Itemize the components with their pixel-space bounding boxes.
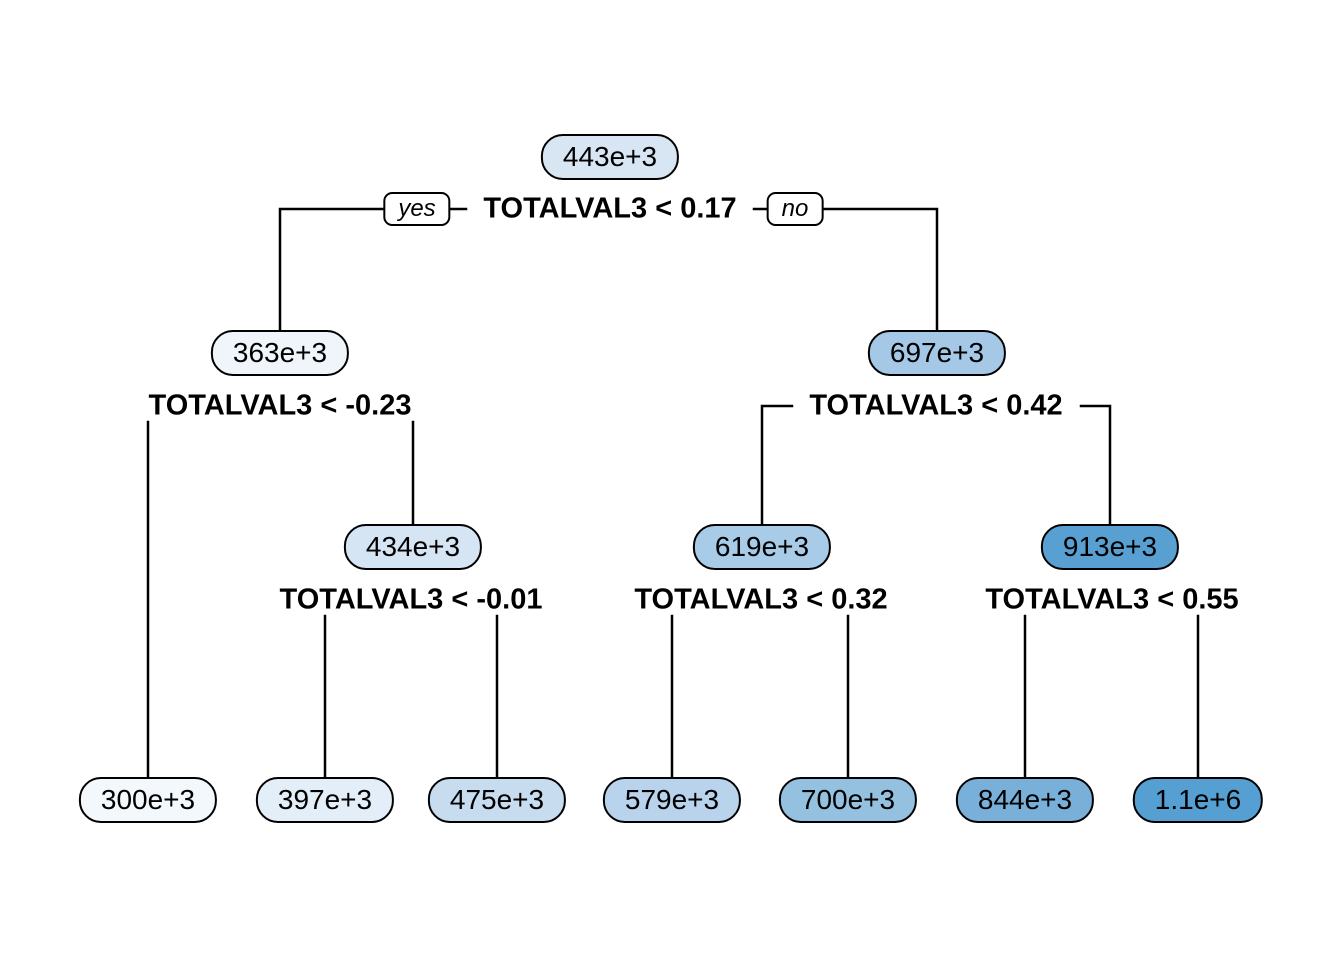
- leaf-rrr: 1.1e+6: [1132, 777, 1264, 823]
- node-rl: 619e+3: [692, 524, 832, 570]
- node-rr: 913e+3: [1040, 524, 1180, 570]
- split-label-r: TOTALVAL3 < 0.42: [809, 389, 1063, 422]
- leaf-lrl: 397e+3: [255, 777, 395, 823]
- split-label-lr: TOTALVAL3 < -0.01: [279, 583, 543, 616]
- node-r: 697e+3: [867, 330, 1007, 376]
- leaf-rlr: 700e+3: [778, 777, 918, 823]
- split-label-l: TOTALVAL3 < -0.23: [148, 389, 412, 422]
- leaf-lrr: 475e+3: [427, 777, 567, 823]
- leaf-ll: 300e+3: [78, 777, 218, 823]
- split-label-rr: TOTALVAL3 < 0.55: [985, 583, 1239, 616]
- edge-root-no: [818, 207, 939, 335]
- node-lr: 434e+3: [343, 524, 483, 570]
- node-root: 443e+3: [540, 134, 680, 180]
- split-label-root: TOTALVAL3 < 0.17: [483, 192, 737, 225]
- split-label-rl: TOTALVAL3 < 0.32: [634, 583, 888, 616]
- branch-tag-yes: yes: [383, 192, 451, 226]
- node-l: 363e+3: [210, 330, 350, 376]
- edge-r-right: [1079, 404, 1112, 528]
- leaf-rrl: 844e+3: [955, 777, 1095, 823]
- edge-r-left: [760, 404, 794, 528]
- leaf-rll: 579e+3: [602, 777, 742, 823]
- edge-root-yes: [278, 207, 388, 335]
- branch-tag-no: no: [766, 192, 824, 226]
